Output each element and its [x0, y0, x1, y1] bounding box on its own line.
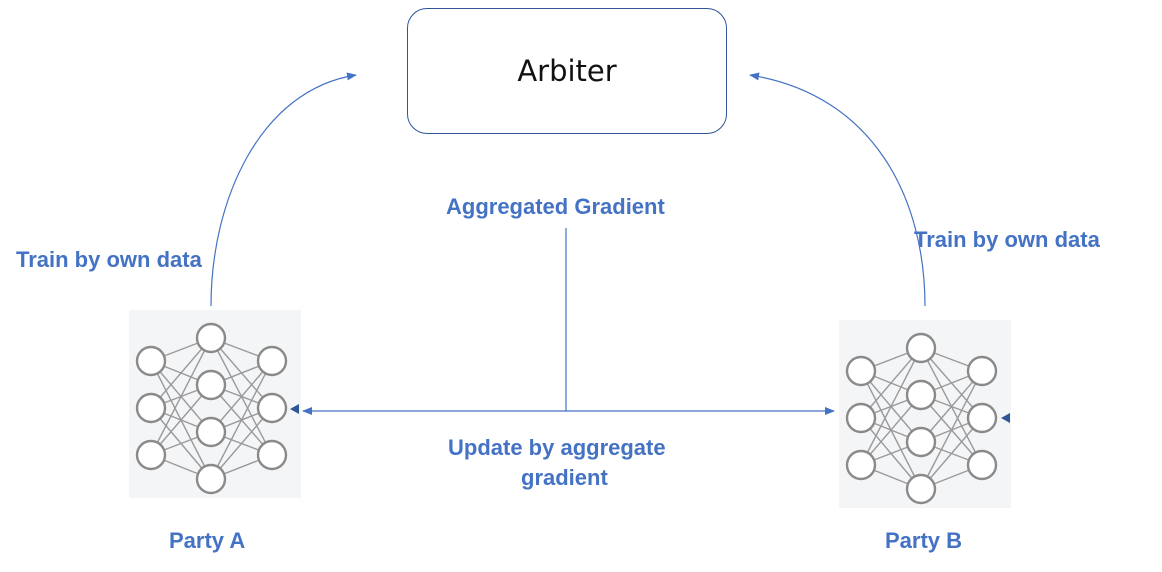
- neuron-node: [135, 439, 167, 471]
- neuron-node: [845, 449, 877, 481]
- neuron-node: [845, 402, 877, 434]
- neuron-connection: [150, 337, 212, 456]
- neuron-connection: [920, 370, 983, 490]
- party-a-label: Party A: [169, 528, 246, 553]
- aggregated-gradient-label: Aggregated Gradient: [446, 194, 665, 219]
- neuron-connection: [210, 407, 273, 480]
- neuron-node: [905, 426, 937, 458]
- party-a-marker-icon: [290, 404, 299, 414]
- neuron-node: [195, 322, 227, 354]
- party-b-label: Party B: [885, 528, 963, 553]
- neuron-node: [966, 355, 998, 387]
- train-right-label: Train by own data: [914, 227, 1100, 252]
- neuron-node: [905, 332, 937, 364]
- train-arrow-left: [210, 72, 357, 307]
- neuron-node: [195, 369, 227, 401]
- neuron-connection: [150, 384, 212, 456]
- train-left-label: Train by own data: [16, 247, 202, 272]
- train-arrow-right: [749, 72, 926, 307]
- neuron-connection: [860, 347, 922, 466]
- neuron-connection: [860, 394, 922, 466]
- neuron-connection: [920, 417, 983, 490]
- neuron-connection: [860, 347, 922, 419]
- arbiter-box: Arbiter: [407, 8, 727, 134]
- neuron-node: [256, 345, 288, 377]
- party-b-marker-icon: [1001, 413, 1010, 423]
- neuron-node: [135, 345, 167, 377]
- neuron-connection: [920, 370, 983, 443]
- update-label-line2: gradient: [521, 465, 608, 490]
- neural-network-icon: [135, 322, 288, 495]
- arbiter-label: Arbiter: [517, 54, 617, 88]
- neuron-connection: [210, 360, 273, 433]
- neuron-node: [135, 392, 167, 424]
- neuron-connection: [210, 360, 273, 480]
- neuron-node: [905, 379, 937, 411]
- neuron-node: [966, 402, 998, 434]
- neuron-node: [256, 392, 288, 424]
- update-label-line1: Update by aggregate: [448, 435, 666, 460]
- neuron-node: [195, 416, 227, 448]
- neuron-connection: [150, 337, 212, 409]
- neuron-node: [905, 473, 937, 505]
- neural-network-icon: [845, 332, 998, 505]
- neuron-node: [256, 439, 288, 471]
- neuron-node: [195, 463, 227, 495]
- neuron-node: [966, 449, 998, 481]
- neuron-node: [845, 355, 877, 387]
